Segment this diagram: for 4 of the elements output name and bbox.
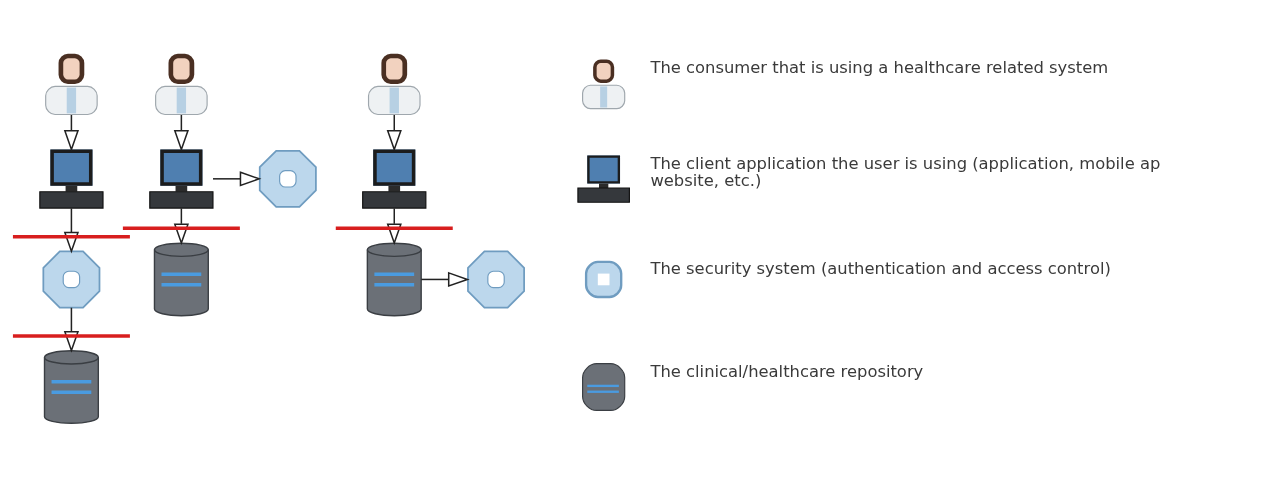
legend-label: The client application the user is using (application, mobile ap website, etc.) [650,153,1161,191]
legend-label: The consumer that is using a healthcare related system [650,57,1109,77]
legend-label: The clinical/healthcare repository [650,361,924,381]
legend-label: The security system (authentication and access control) [650,258,1111,278]
